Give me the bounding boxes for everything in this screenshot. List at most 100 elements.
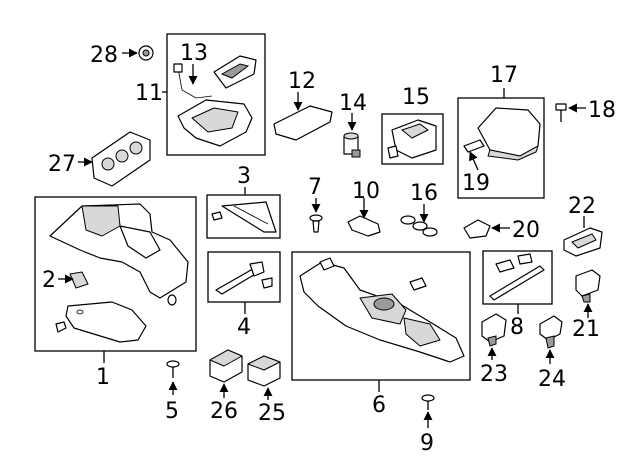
part-5-group: 5	[165, 360, 180, 424]
part-2-clip	[69, 271, 89, 289]
pin-7-head	[309, 214, 323, 222]
part-10-group: 10	[347, 179, 381, 237]
connector-21	[575, 269, 601, 297]
part-11-frame	[166, 33, 266, 156]
callout-16: 16	[410, 181, 438, 206]
callout-24: 24	[538, 367, 566, 392]
callout-17: 17	[490, 63, 518, 88]
handle-22-grip	[571, 233, 597, 249]
shifter-bezel-clip	[387, 145, 399, 159]
callout-14: 14	[339, 91, 367, 116]
part-28-knob-center	[142, 49, 150, 57]
part-28-group: 28	[90, 43, 154, 68]
callout-19: 19	[462, 171, 490, 196]
armrest-lid-edge	[487, 145, 539, 161]
part-15-group: 15	[381, 85, 444, 165]
callout-9: 9	[420, 431, 434, 456]
part-9-group: 9	[420, 394, 435, 456]
armrest-lid	[477, 107, 541, 157]
part-24-group: 24	[538, 315, 566, 392]
callout-7: 7	[308, 175, 322, 200]
control-knob-3	[129, 141, 143, 155]
callout-23: 23	[480, 362, 508, 387]
switch-26-top	[209, 349, 243, 367]
console-side-panel-bracket	[119, 225, 161, 259]
sensor-23	[481, 313, 507, 343]
part-17-group: 19 17	[457, 63, 545, 199]
shifter-bezel-opening	[401, 123, 429, 139]
armrest-latch	[463, 139, 485, 153]
connector-21-pin	[581, 293, 591, 303]
part-21-group: 21	[572, 269, 601, 342]
callout-28: 28	[90, 43, 118, 68]
part-6-group: 6	[291, 251, 471, 418]
bracket-8	[489, 265, 545, 301]
callout-13: 13	[180, 41, 208, 66]
part-14-group: 14	[339, 91, 367, 158]
console-shifter-hole	[373, 297, 395, 311]
washer-16-c	[422, 227, 438, 237]
tray-body-recess	[191, 107, 239, 133]
part-7-group: 7	[308, 175, 323, 233]
tray-wiring	[177, 67, 213, 99]
screw-18-head	[555, 103, 567, 111]
tray-connector	[173, 63, 183, 73]
callout-11: 11	[135, 81, 163, 106]
part-4-frame	[207, 251, 281, 303]
callout-10: 10	[352, 179, 380, 204]
callout-18: 18	[588, 98, 616, 123]
cover-10	[347, 215, 381, 237]
trim-clip-3	[211, 211, 223, 221]
bracket-8-clip-a	[495, 259, 515, 273]
control-knob-1	[101, 157, 115, 171]
part-22-group: 22	[563, 194, 603, 257]
callout-6: 6	[372, 393, 386, 418]
callout-26: 26	[210, 399, 238, 424]
washer-16-a	[400, 215, 416, 225]
part-12-group: 12	[273, 69, 333, 141]
part-27-group: 27	[48, 131, 151, 187]
console-clip-b	[409, 277, 427, 291]
part-11-group: 13 11	[135, 33, 266, 156]
part-3-frame	[206, 194, 281, 239]
switch-25-top	[247, 355, 281, 371]
tray-lid-recess	[220, 63, 250, 79]
part-6-frame	[291, 251, 471, 381]
panel-hole	[167, 294, 177, 306]
callout-21: 21	[572, 317, 600, 342]
part-8-group: 8	[482, 250, 553, 340]
part-23-group: 23	[480, 313, 508, 387]
callout-8: 8	[510, 315, 524, 340]
bolt-5-head	[166, 360, 180, 368]
power-outlet-top	[343, 132, 359, 140]
console-cup-holder	[403, 317, 441, 347]
callout-25: 25	[258, 401, 286, 426]
console-pad	[273, 105, 333, 141]
callout-3: 3	[237, 164, 251, 189]
callout-15: 15	[402, 85, 430, 110]
part-16-group: 16	[400, 181, 438, 237]
callout-2: 2	[42, 268, 56, 293]
trim-piece-3	[221, 201, 277, 233]
trim-hole	[76, 309, 84, 315]
callout-5: 5	[165, 399, 179, 424]
callout-12: 12	[288, 69, 316, 94]
callout-1: 1	[96, 365, 110, 390]
callout-4: 4	[237, 315, 251, 340]
part-1-group: 2 1	[34, 196, 197, 390]
part-20-group: 20	[463, 218, 540, 243]
control-knob-2	[115, 149, 129, 163]
console-side-panel-top	[81, 205, 121, 237]
bracket-8-clip-b	[517, 253, 533, 265]
callout-19-arrow	[469, 151, 479, 171]
clip-4	[261, 277, 273, 289]
callout-20: 20	[512, 218, 540, 243]
trim-piece-3-ridge	[233, 205, 269, 225]
part-4-group: 4	[207, 251, 281, 340]
callout-27: 27	[48, 152, 76, 177]
part-1-frame	[34, 196, 197, 352]
trim-screw	[55, 321, 67, 333]
pin-9-head	[421, 394, 435, 402]
part-15-frame	[381, 113, 444, 165]
